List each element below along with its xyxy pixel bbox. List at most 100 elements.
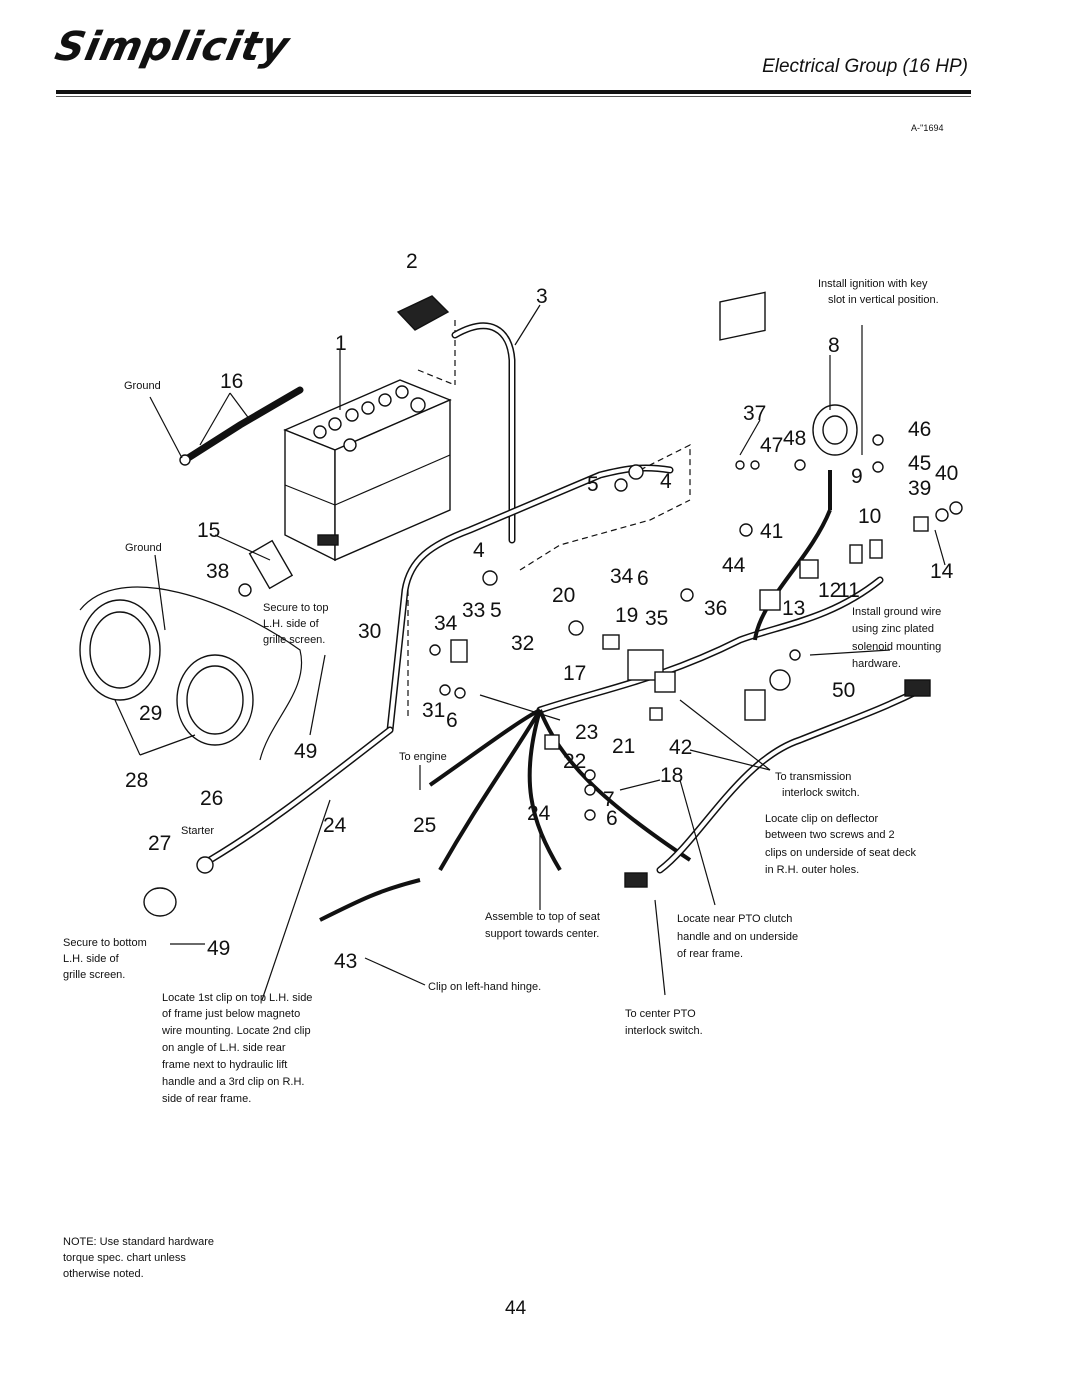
label-ignition-2: slot in vertical position. <box>828 294 939 306</box>
drawing-code: A-''1694 <box>911 123 944 133</box>
page-title: Electrical Group (16 HP) <box>762 56 968 77</box>
callout-3: 3 <box>536 285 548 308</box>
label-locate-clip-1: Locate clip on deflector <box>765 813 878 825</box>
callout-32: 32 <box>511 632 534 655</box>
label-ground-mid: Ground <box>125 542 162 554</box>
callout-15: 15 <box>197 519 220 542</box>
label-secure-bottom-3: grille screen. <box>63 969 125 981</box>
callout-42: 42 <box>669 736 692 759</box>
callout-9: 9 <box>851 465 863 488</box>
label-secure-top-3: grille screen. <box>263 634 325 646</box>
callout-26: 26 <box>200 787 223 810</box>
battery-boot <box>396 295 456 386</box>
label-locate-first-6: handle and a 3rd clip on R.H. <box>162 1076 304 1088</box>
callout-48: 48 <box>783 427 806 450</box>
callout-6b: 6 <box>446 709 458 732</box>
callout-24b: 24 <box>527 802 551 825</box>
callout-19: 19 <box>615 604 638 627</box>
footer-note-line-3: otherwise noted. <box>63 1268 144 1280</box>
dashed-leaders <box>519 444 691 571</box>
callout-18: 18 <box>660 764 683 787</box>
hardware <box>143 434 963 917</box>
callout-36: 36 <box>704 597 727 620</box>
callout-44: 44 <box>722 554 746 577</box>
label-locate-near-1: Locate near PTO clutch <box>677 913 792 925</box>
callout-2: 2 <box>406 250 418 273</box>
label-locate-first-2: of frame just below magneto <box>162 1008 300 1020</box>
label-ignition-1: Install ignition with key <box>818 278 928 290</box>
callout-28: 28 <box>125 769 148 792</box>
callout-40: 40 <box>935 462 958 485</box>
label-secure-top-2: L.H. side of <box>263 618 320 630</box>
footer-note-line-1: NOTE: Use standard hardware <box>63 1236 215 1248</box>
callout-33: 33 <box>462 599 485 622</box>
callout-8: 8 <box>828 334 840 357</box>
callout-16: 16 <box>220 370 243 393</box>
callout-4: 4 <box>660 470 672 493</box>
label-to-engine: To engine <box>399 751 447 763</box>
battery <box>283 379 452 562</box>
callout-49b: 49 <box>207 937 230 960</box>
solenoid <box>719 291 766 470</box>
label-locate-clip-2: between two screws and 2 <box>765 829 895 841</box>
label-install-ground-2: using zinc plated <box>852 623 934 635</box>
page-number: 44 <box>505 1298 527 1319</box>
callout-4b: 4 <box>473 539 485 562</box>
callout-13: 13 <box>782 597 805 620</box>
callout-46: 46 <box>908 418 931 441</box>
header-rule <box>56 90 971 94</box>
callout-41: 41 <box>760 520 783 543</box>
callout-43: 43 <box>334 950 357 973</box>
callout-50: 50 <box>832 679 855 702</box>
label-locate-first-3: wire mounting. Locate 2nd clip <box>161 1025 311 1037</box>
callout-6c: 6 <box>606 807 618 830</box>
callout-12: 12 <box>818 579 841 602</box>
callout-1: 1 <box>335 332 347 355</box>
main-cable <box>206 464 674 864</box>
callout-5: 5 <box>587 473 599 496</box>
callout-23: 23 <box>575 721 598 744</box>
callout-29: 29 <box>139 702 162 725</box>
leader-lines <box>114 304 946 1001</box>
callout-39: 39 <box>908 477 931 500</box>
headlights <box>79 586 303 761</box>
callout-6: 6 <box>637 567 649 590</box>
text-labels: Ground Ground Install ignition with key … <box>63 278 941 1105</box>
label-to-transmission-2: interlock switch. <box>782 787 860 799</box>
label-secure-bottom-1: Secure to bottom <box>63 937 147 949</box>
label-assemble-2: support towards center. <box>485 928 599 940</box>
label-secure-top-1: Secure to top <box>263 602 328 614</box>
callout-45: 45 <box>908 452 931 475</box>
label-starter: Starter <box>181 825 214 837</box>
label-ground-top: Ground <box>124 380 161 392</box>
label-install-ground-4: hardware. <box>852 658 901 670</box>
label-locate-first-5: frame next to hydraulic lift <box>162 1059 287 1071</box>
label-locate-clip-4: in R.H. outer holes. <box>765 864 859 876</box>
header-rule-thin <box>56 96 971 97</box>
label-center-pto-1: To center PTO <box>625 1008 696 1020</box>
callout-35: 35 <box>645 607 668 630</box>
callout-22: 22 <box>563 750 586 773</box>
callout-27: 27 <box>148 832 171 855</box>
label-install-ground-1: Install ground wire <box>852 606 941 618</box>
callout-17: 17 <box>563 662 586 685</box>
wire-harness <box>319 576 884 922</box>
callout-11: 11 <box>838 579 860 602</box>
label-locate-first-4: on angle of L.H. side rear <box>162 1042 286 1054</box>
label-assemble-1: Assemble to top of seat <box>485 911 600 923</box>
label-locate-first-1: Locate 1st clip on top L.H. side <box>162 992 312 1004</box>
callout-37: 37 <box>743 402 766 425</box>
callout-7: 7 <box>603 788 615 811</box>
callout-14: 14 <box>930 560 954 583</box>
callout-47: 47 <box>760 434 783 457</box>
label-locate-near-3: of rear frame. <box>677 948 743 960</box>
label-to-transmission-1: To transmission <box>775 771 851 783</box>
callout-34: 34 <box>610 565 634 588</box>
callout-20: 20 <box>552 584 575 607</box>
label-install-ground-3: solenoid mounting <box>852 641 941 653</box>
positive-cable <box>451 322 516 544</box>
callout-5b: 5 <box>490 599 502 622</box>
label-clip-hinge: Clip on left-hand hinge. <box>428 981 541 993</box>
callout-34b: 34 <box>434 612 458 635</box>
callout-49: 49 <box>294 740 317 763</box>
